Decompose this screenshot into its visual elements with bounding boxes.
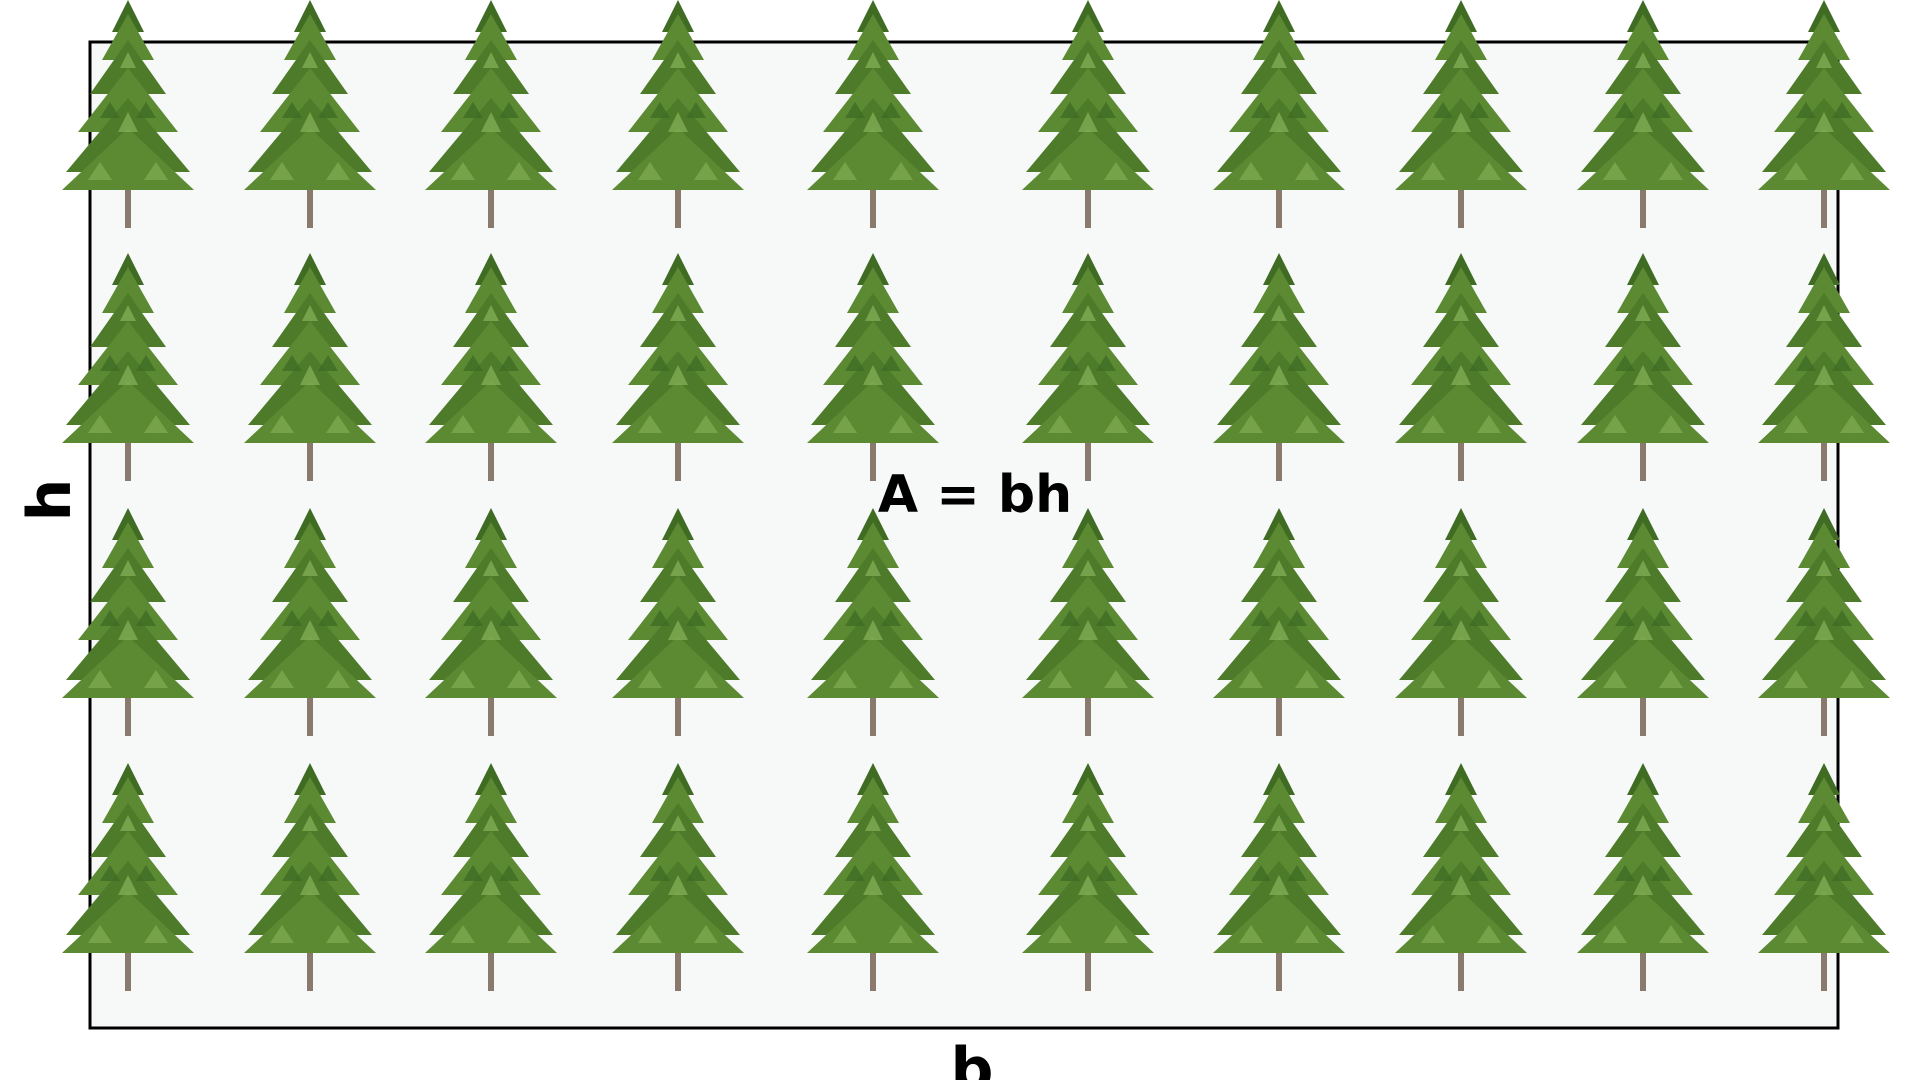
- area-rectangle: [88, 40, 1840, 1030]
- height-label: h: [15, 479, 85, 522]
- formula-label: A = bh: [878, 465, 1072, 525]
- base-label: b: [951, 1035, 994, 1080]
